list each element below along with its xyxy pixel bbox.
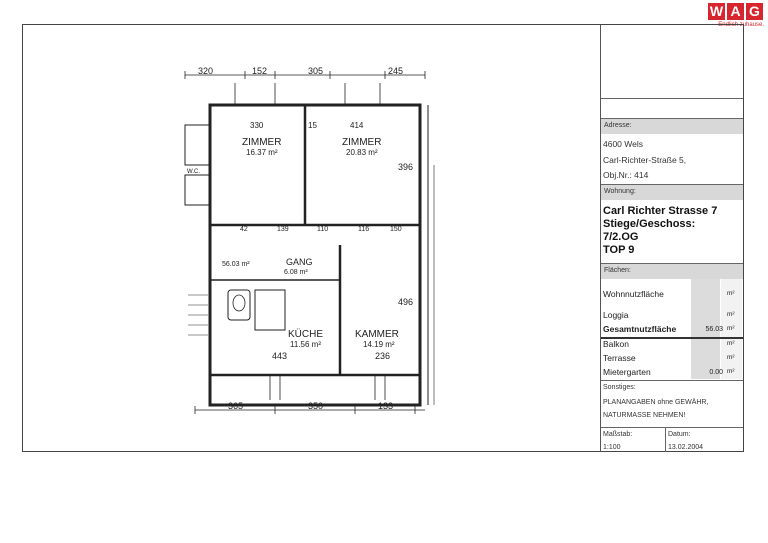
wohnung-line-2: Stiege/Geschoss:: [603, 218, 696, 230]
wohnung-line-3: 7/2.OG: [603, 231, 639, 243]
area-row-wohnnutzflaeche: Wohnnutzfläche m²: [603, 289, 735, 299]
room-name-kueche: KÜCHE: [288, 328, 323, 340]
dim-bottom-3: 133: [378, 401, 393, 411]
dim-bottom-2: 350: [308, 401, 323, 411]
sonstiges-line-2: NATURMASSE NEHMEN!: [603, 412, 686, 419]
flaechen-label: Flächen:: [601, 264, 743, 279]
dim-inner: 139: [277, 226, 289, 233]
dim-inner: 116: [358, 226, 369, 233]
gang-small-area: 56.03 m²: [222, 261, 250, 268]
room-area-gang: 6.08 m²: [284, 269, 308, 276]
room-name-zimmer-1: ZIMMER: [242, 137, 281, 148]
wc-label: W.C.: [187, 169, 200, 175]
area-value-column: [691, 279, 720, 379]
room-area-kueche: 11.56 m²: [290, 340, 321, 349]
dim-inner: 150: [390, 226, 402, 233]
dim-inner: 443: [272, 351, 287, 361]
area-row-terrasse: Terrasse m²: [603, 353, 735, 363]
massstab-label: Maßstab:: [603, 431, 633, 438]
room-name-gang: GANG: [286, 257, 313, 267]
room-name-kammer: KAMMER: [355, 329, 399, 340]
dim-inner: 414: [350, 121, 364, 130]
room-area-kammer: 14.19 m²: [363, 340, 395, 349]
logo-tagline: Endlich zuhause.: [718, 22, 764, 28]
area-row-gesamtnutzflaeche: Gesamtnutzfläche 56.03 m²: [603, 324, 735, 334]
adresse-label: Adresse:: [601, 119, 743, 134]
dim-inner: 15: [308, 121, 317, 130]
room-area-zimmer-1: 16.37 m²: [246, 148, 278, 157]
area-row-mietergarten: Mietergarten 0.00 m²: [603, 367, 735, 377]
room-name-zimmer-2: ZIMMER: [342, 137, 381, 148]
dim-inner: 110: [317, 226, 328, 233]
wohnung-line-1: Carl Richter Strasse 7: [603, 205, 718, 217]
object-number: Obj.Nr.: 414: [603, 170, 649, 180]
dim-top-4: 245: [388, 66, 403, 76]
area-row-loggia: Loggia m²: [603, 310, 735, 320]
datum-label: Datum:: [668, 431, 691, 438]
massstab-value: 1:100: [603, 444, 621, 451]
dim-inner: 396: [398, 162, 413, 172]
dim-inner: 496: [398, 297, 413, 307]
dim-top-1: 320: [198, 66, 213, 76]
wohnung-label: Wohnung:: [601, 185, 743, 200]
sonstiges-line-1: PLANANGABEN ohne GEWÄHR,: [603, 399, 709, 406]
dim-inner: 330: [250, 121, 264, 130]
area-unit-column: [721, 279, 742, 379]
floor-plan: 320 152 305 245 ZIMMER 16.37 m² ZIMMER 2…: [184, 66, 435, 414]
address-city: 4600 Wels: [603, 139, 644, 149]
drawing-frame: [22, 24, 744, 452]
logo-letter: G: [746, 3, 763, 20]
dim-inner: 236: [375, 351, 390, 361]
logo-letter: W: [708, 3, 725, 20]
room-area-zimmer-2: 20.83 m²: [346, 148, 378, 157]
wohnung-line-4: TOP 9: [603, 244, 635, 256]
dim-top-3: 305: [308, 66, 323, 76]
datum-value: 13.02.2004: [668, 444, 704, 451]
dim-top-2: 152: [252, 66, 267, 76]
dim-bottom-1: 365: [228, 401, 243, 411]
logo-letter: A: [727, 3, 744, 20]
area-row-balkon: Balkon m²: [603, 339, 735, 349]
wag-logo: W A G Endlich zuhause.: [708, 3, 766, 33]
dim-inner: 42: [240, 226, 248, 233]
address-street: Carl-Richter-Straße 5,: [603, 155, 687, 165]
sonstiges-label: Sonstiges:: [603, 384, 636, 391]
title-block-divider: [600, 25, 601, 452]
